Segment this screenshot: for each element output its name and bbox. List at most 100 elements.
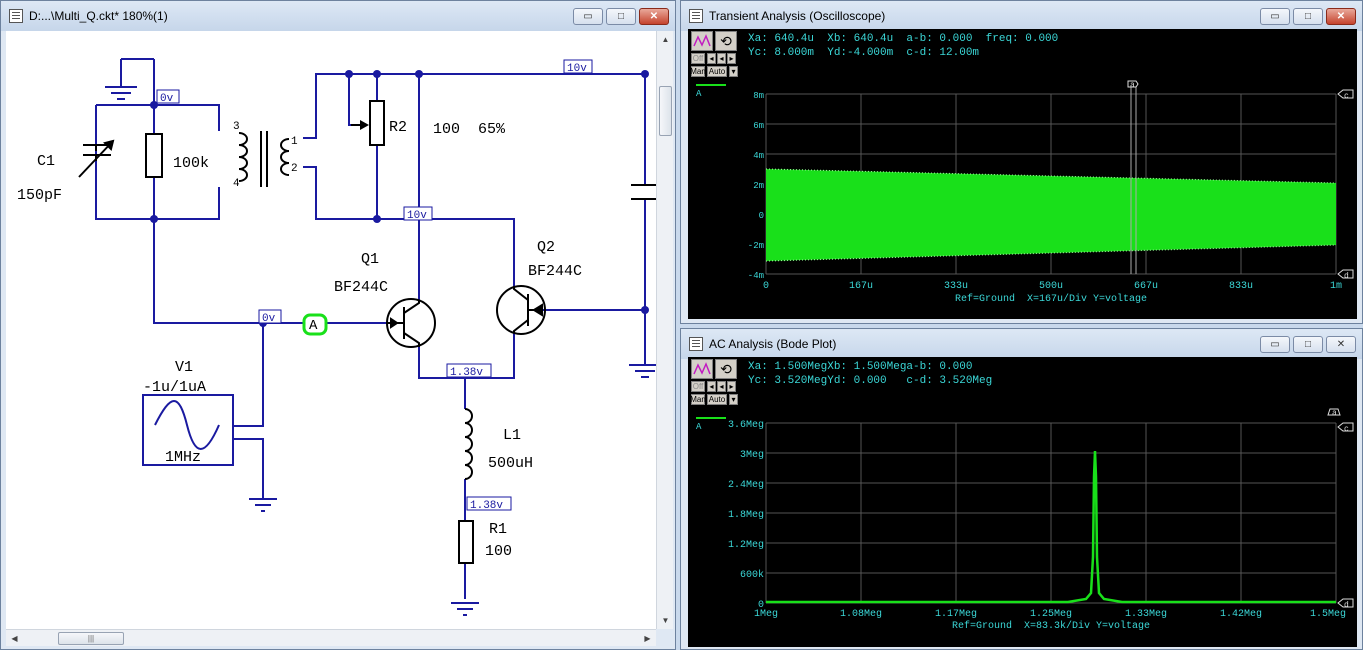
step-icon[interactable]: ◂	[717, 53, 726, 64]
trace-a-tab[interactable]: A	[696, 417, 728, 432]
v1-amplitude: -1u/1uA	[143, 379, 206, 396]
source-v1[interactable]	[142, 394, 234, 466]
svg-text:1.5Meg: 1.5Meg	[1310, 609, 1346, 620]
r1-name: R1	[489, 521, 507, 538]
svg-text:1.33Meg: 1.33Meg	[1125, 609, 1167, 620]
wires	[95, 58, 656, 616]
bode-window: AC Analysis (Bode Plot) ▭ □ ✕ ⟲ Off ◂ ◂ …	[680, 328, 1363, 650]
svg-text:1.2Meg: 1.2Meg	[728, 540, 764, 551]
scroll-up-icon[interactable]: ▲	[661, 35, 670, 44]
transistor-q2[interactable]	[496, 285, 546, 335]
dropdown-icon[interactable]: ▾	[729, 66, 738, 77]
potentiometer-r2[interactable]	[351, 100, 385, 146]
auto-button[interactable]: Auto	[707, 394, 727, 405]
svg-text:4m: 4m	[753, 151, 764, 161]
step-icon[interactable]: ◂	[717, 381, 726, 392]
oscilloscope-pane[interactable]: ⟲ Off ◂ ◂ ▸ Man Auto ▾ Xa: 640.4u Xb: 64…	[688, 29, 1357, 319]
svg-text:333u: 333u	[944, 281, 968, 292]
svg-text:500u: 500u	[1039, 281, 1063, 292]
svg-text:a: a	[1332, 409, 1337, 418]
q1-name: Q1	[361, 251, 379, 268]
trace-style-button[interactable]	[691, 31, 713, 51]
svg-text:1.25Meg: 1.25Meg	[1030, 609, 1072, 620]
close-button[interactable]: ✕	[1326, 336, 1356, 353]
trace-style-button[interactable]	[691, 359, 713, 379]
inductor-l1[interactable]	[464, 408, 473, 480]
man-button[interactable]: Man	[690, 394, 706, 405]
svg-text:a: a	[1130, 81, 1135, 90]
svg-text:833u: 833u	[1229, 281, 1253, 292]
waveform-edges	[765, 168, 1337, 262]
transient-titlebar[interactable]: Transient Analysis (Oscilloscope) ▭ □ ✕	[681, 1, 1362, 31]
step-fwd-icon[interactable]: ▸	[727, 381, 736, 392]
man-button[interactable]: Man	[690, 66, 706, 77]
bode-pane[interactable]: ⟲ Off ◂ ◂ ▸ Man Auto ▾ Xa: 1.500MegXb: 1…	[688, 357, 1357, 647]
c1-name: C1	[37, 153, 55, 170]
vertical-scroll-thumb[interactable]	[659, 86, 672, 136]
auto-button[interactable]: Auto	[707, 66, 727, 77]
capacitor-c1[interactable]	[78, 139, 115, 178]
refresh-icon[interactable]: ⟲	[715, 31, 737, 51]
cursor-readout: Xa: 640.4u Xb: 640.4u a-b: 0.000 freq: 0…	[748, 33, 1059, 59]
bode-titlebar[interactable]: AC Analysis (Bode Plot) ▭ □ ✕	[681, 329, 1362, 359]
trace-a-tab[interactable]: A	[696, 84, 728, 99]
r2-name: R2	[389, 119, 407, 136]
resistor-100k[interactable]	[145, 133, 163, 178]
svg-text:3: 3	[233, 121, 240, 133]
horizontal-scrollbar[interactable]: ◀ ||| ▶	[6, 629, 656, 646]
minimize-button[interactable]: ▭	[1260, 8, 1290, 25]
svg-text:0: 0	[763, 281, 769, 292]
transient-footer: Ref=Ground X=167u/Div Y=voltage	[955, 293, 1147, 305]
refresh-icon[interactable]: ⟲	[715, 359, 737, 379]
close-button[interactable]: ✕	[1326, 8, 1356, 25]
svg-text:-2m: -2m	[748, 241, 764, 251]
svg-text:6m: 6m	[753, 121, 764, 131]
restore-button[interactable]: □	[606, 8, 636, 25]
vertical-scrollbar[interactable]: ▲ ▼	[656, 31, 673, 629]
scroll-left-icon[interactable]: ◀	[11, 634, 18, 643]
svg-text:2.4Meg: 2.4Meg	[728, 480, 764, 491]
svg-text:3.6Meg: 3.6Meg	[728, 420, 764, 431]
bode-grid	[765, 422, 1337, 604]
transistor-q1[interactable]	[386, 298, 436, 348]
l1-value: 500uH	[488, 455, 533, 472]
bode-cursors[interactable]: a c d	[1327, 408, 1354, 610]
step-back-icon[interactable]: ◂	[707, 381, 716, 392]
bode-title: AC Analysis (Bode Plot)	[709, 337, 837, 351]
transient-cursors[interactable]: a c d	[1127, 80, 1354, 281]
resistor-r1[interactable]	[458, 520, 474, 564]
capacitor-right[interactable]	[631, 184, 656, 200]
transformer[interactable]	[238, 131, 290, 187]
svg-text:c: c	[1344, 92, 1349, 101]
step-back-icon[interactable]: ◂	[707, 53, 716, 64]
minimize-button[interactable]: ▭	[1260, 336, 1290, 353]
restore-button[interactable]: □	[1293, 8, 1323, 25]
schematic-titlebar[interactable]: D:...\Multi_Q.ckt* 180%(1) ▭ □ ✕	[1, 1, 675, 31]
svg-text:0v: 0v	[262, 313, 276, 325]
svg-text:10v: 10v	[567, 63, 587, 75]
off-button[interactable]: Off	[691, 53, 705, 64]
schematic-drawing[interactable]: C1 150pF 100k R2 100 65% Q1 BF244C Q2 BF…	[6, 31, 656, 629]
transient-window: Transient Analysis (Oscilloscope) ▭ □ ✕ …	[680, 0, 1363, 324]
minimize-button[interactable]: ▭	[573, 8, 603, 25]
svg-text:1.17Meg: 1.17Meg	[935, 609, 977, 620]
r2-value: 100 65%	[433, 121, 506, 138]
svg-text:c: c	[1344, 425, 1349, 434]
svg-text:1.8Meg: 1.8Meg	[728, 510, 764, 521]
scroll-right-icon[interactable]: ▶	[644, 634, 651, 643]
dropdown-icon[interactable]: ▾	[729, 394, 738, 405]
close-button[interactable]: ✕	[639, 8, 669, 25]
svg-text:667u: 667u	[1134, 281, 1158, 292]
scroll-down-icon[interactable]: ▼	[661, 616, 670, 625]
off-button[interactable]: Off	[691, 381, 705, 392]
horizontal-scroll-thumb[interactable]: |||	[58, 632, 124, 645]
schematic-canvas[interactable]: C1 150pF 100k R2 100 65% Q1 BF244C Q2 BF…	[6, 31, 656, 629]
probe-a[interactable]: A	[302, 313, 328, 336]
restore-button[interactable]: □	[1293, 336, 1323, 353]
step-fwd-icon[interactable]: ▸	[727, 53, 736, 64]
q1-model: BF244C	[334, 279, 388, 296]
